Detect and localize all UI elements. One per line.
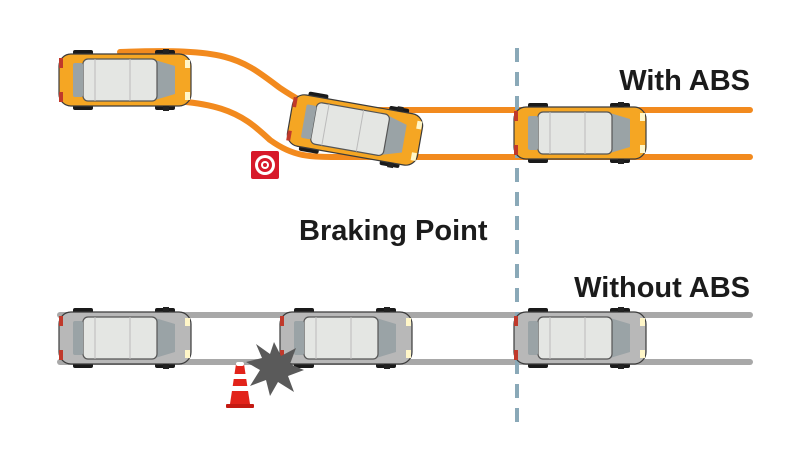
collision-burst-icon bbox=[246, 342, 304, 396]
with-abs-car-end bbox=[513, 101, 647, 165]
without-abs-car-middle bbox=[279, 306, 413, 370]
without-abs-label: Without ABS bbox=[574, 272, 750, 304]
without-abs-car-start bbox=[58, 306, 192, 370]
braking-point-label: Braking Point bbox=[299, 215, 488, 247]
traffic-cone-icon bbox=[226, 362, 254, 408]
with-abs-car-start bbox=[58, 48, 192, 112]
without-abs-car-end bbox=[513, 306, 647, 370]
target-icon bbox=[251, 151, 279, 179]
with-abs-label: With ABS bbox=[619, 65, 750, 97]
